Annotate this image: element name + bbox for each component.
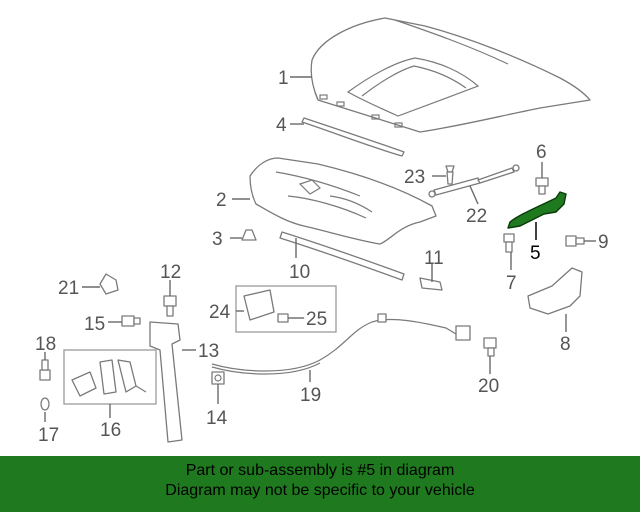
hood-panel [310, 17, 591, 133]
front-seal [279, 231, 405, 281]
callout-14: 14 [206, 408, 228, 429]
callout-9: 9 [598, 232, 609, 253]
support-rod [149, 321, 183, 443]
callout-18: 18 [35, 334, 56, 355]
bolt-15 [121, 315, 141, 327]
callout-20: 20 [478, 376, 499, 397]
callout-labels: 1 4 2 3 10 11 23 22 6 5 7 9 8 21 12 15 1… [35, 68, 609, 446]
callout-4: 4 [276, 115, 287, 136]
callout-24: 24 [209, 302, 231, 323]
leader-lines [44, 76, 596, 422]
washer-17 [40, 397, 50, 411]
callout-3: 3 [212, 229, 223, 250]
exploded-parts-diagram: 1 4 2 3 10 11 23 22 6 5 7 9 8 21 12 15 1… [35, 17, 609, 446]
hinge-bracket [527, 267, 583, 315]
bolt-20 [483, 337, 497, 357]
hood-hinge-highlighted [507, 191, 567, 229]
callout-12: 12 [160, 262, 181, 283]
callout-10: 10 [289, 262, 310, 283]
hood-strut [428, 164, 520, 198]
bolt-12 [163, 295, 177, 317]
clip-21 [99, 273, 119, 295]
callout-2: 2 [216, 190, 227, 211]
callout-11: 11 [424, 248, 444, 269]
callout-22: 22 [466, 206, 487, 227]
banner-line-disclaimer: Diagram may not be specific to your vehi… [165, 482, 475, 499]
callout-21: 21 [58, 278, 79, 299]
bolt-6 [535, 177, 549, 195]
callout-6: 6 [536, 142, 547, 163]
info-banner: Part or sub-assembly is #5 in diagram Di… [0, 456, 640, 512]
callout-25: 25 [306, 309, 327, 330]
release-cable [211, 313, 471, 375]
inset-box-16 [63, 349, 157, 405]
banner-line-part-number: Part or sub-assembly is #5 in diagram [185, 462, 455, 479]
callout-15: 15 [84, 314, 105, 335]
inset-box-24-25 [235, 285, 337, 333]
callout-7: 7 [506, 273, 517, 294]
callout-23: 23 [404, 167, 425, 188]
hood-insulator [249, 157, 437, 245]
bolt-18 [39, 359, 51, 381]
bolt-9 [565, 235, 585, 247]
callout-19: 19 [300, 385, 321, 406]
callout-5: 5 [530, 243, 541, 264]
bolt-7 [503, 233, 515, 253]
callout-1: 1 [278, 68, 289, 89]
callout-17: 17 [38, 425, 59, 446]
push-pin [445, 165, 455, 185]
callout-16: 16 [100, 420, 121, 441]
hood-seal-strip [301, 117, 405, 157]
callout-8: 8 [560, 334, 571, 355]
seal-bracket [419, 277, 443, 291]
nut-14 [211, 371, 225, 385]
insulator-clip [241, 229, 257, 241]
callout-13: 13 [198, 341, 219, 362]
